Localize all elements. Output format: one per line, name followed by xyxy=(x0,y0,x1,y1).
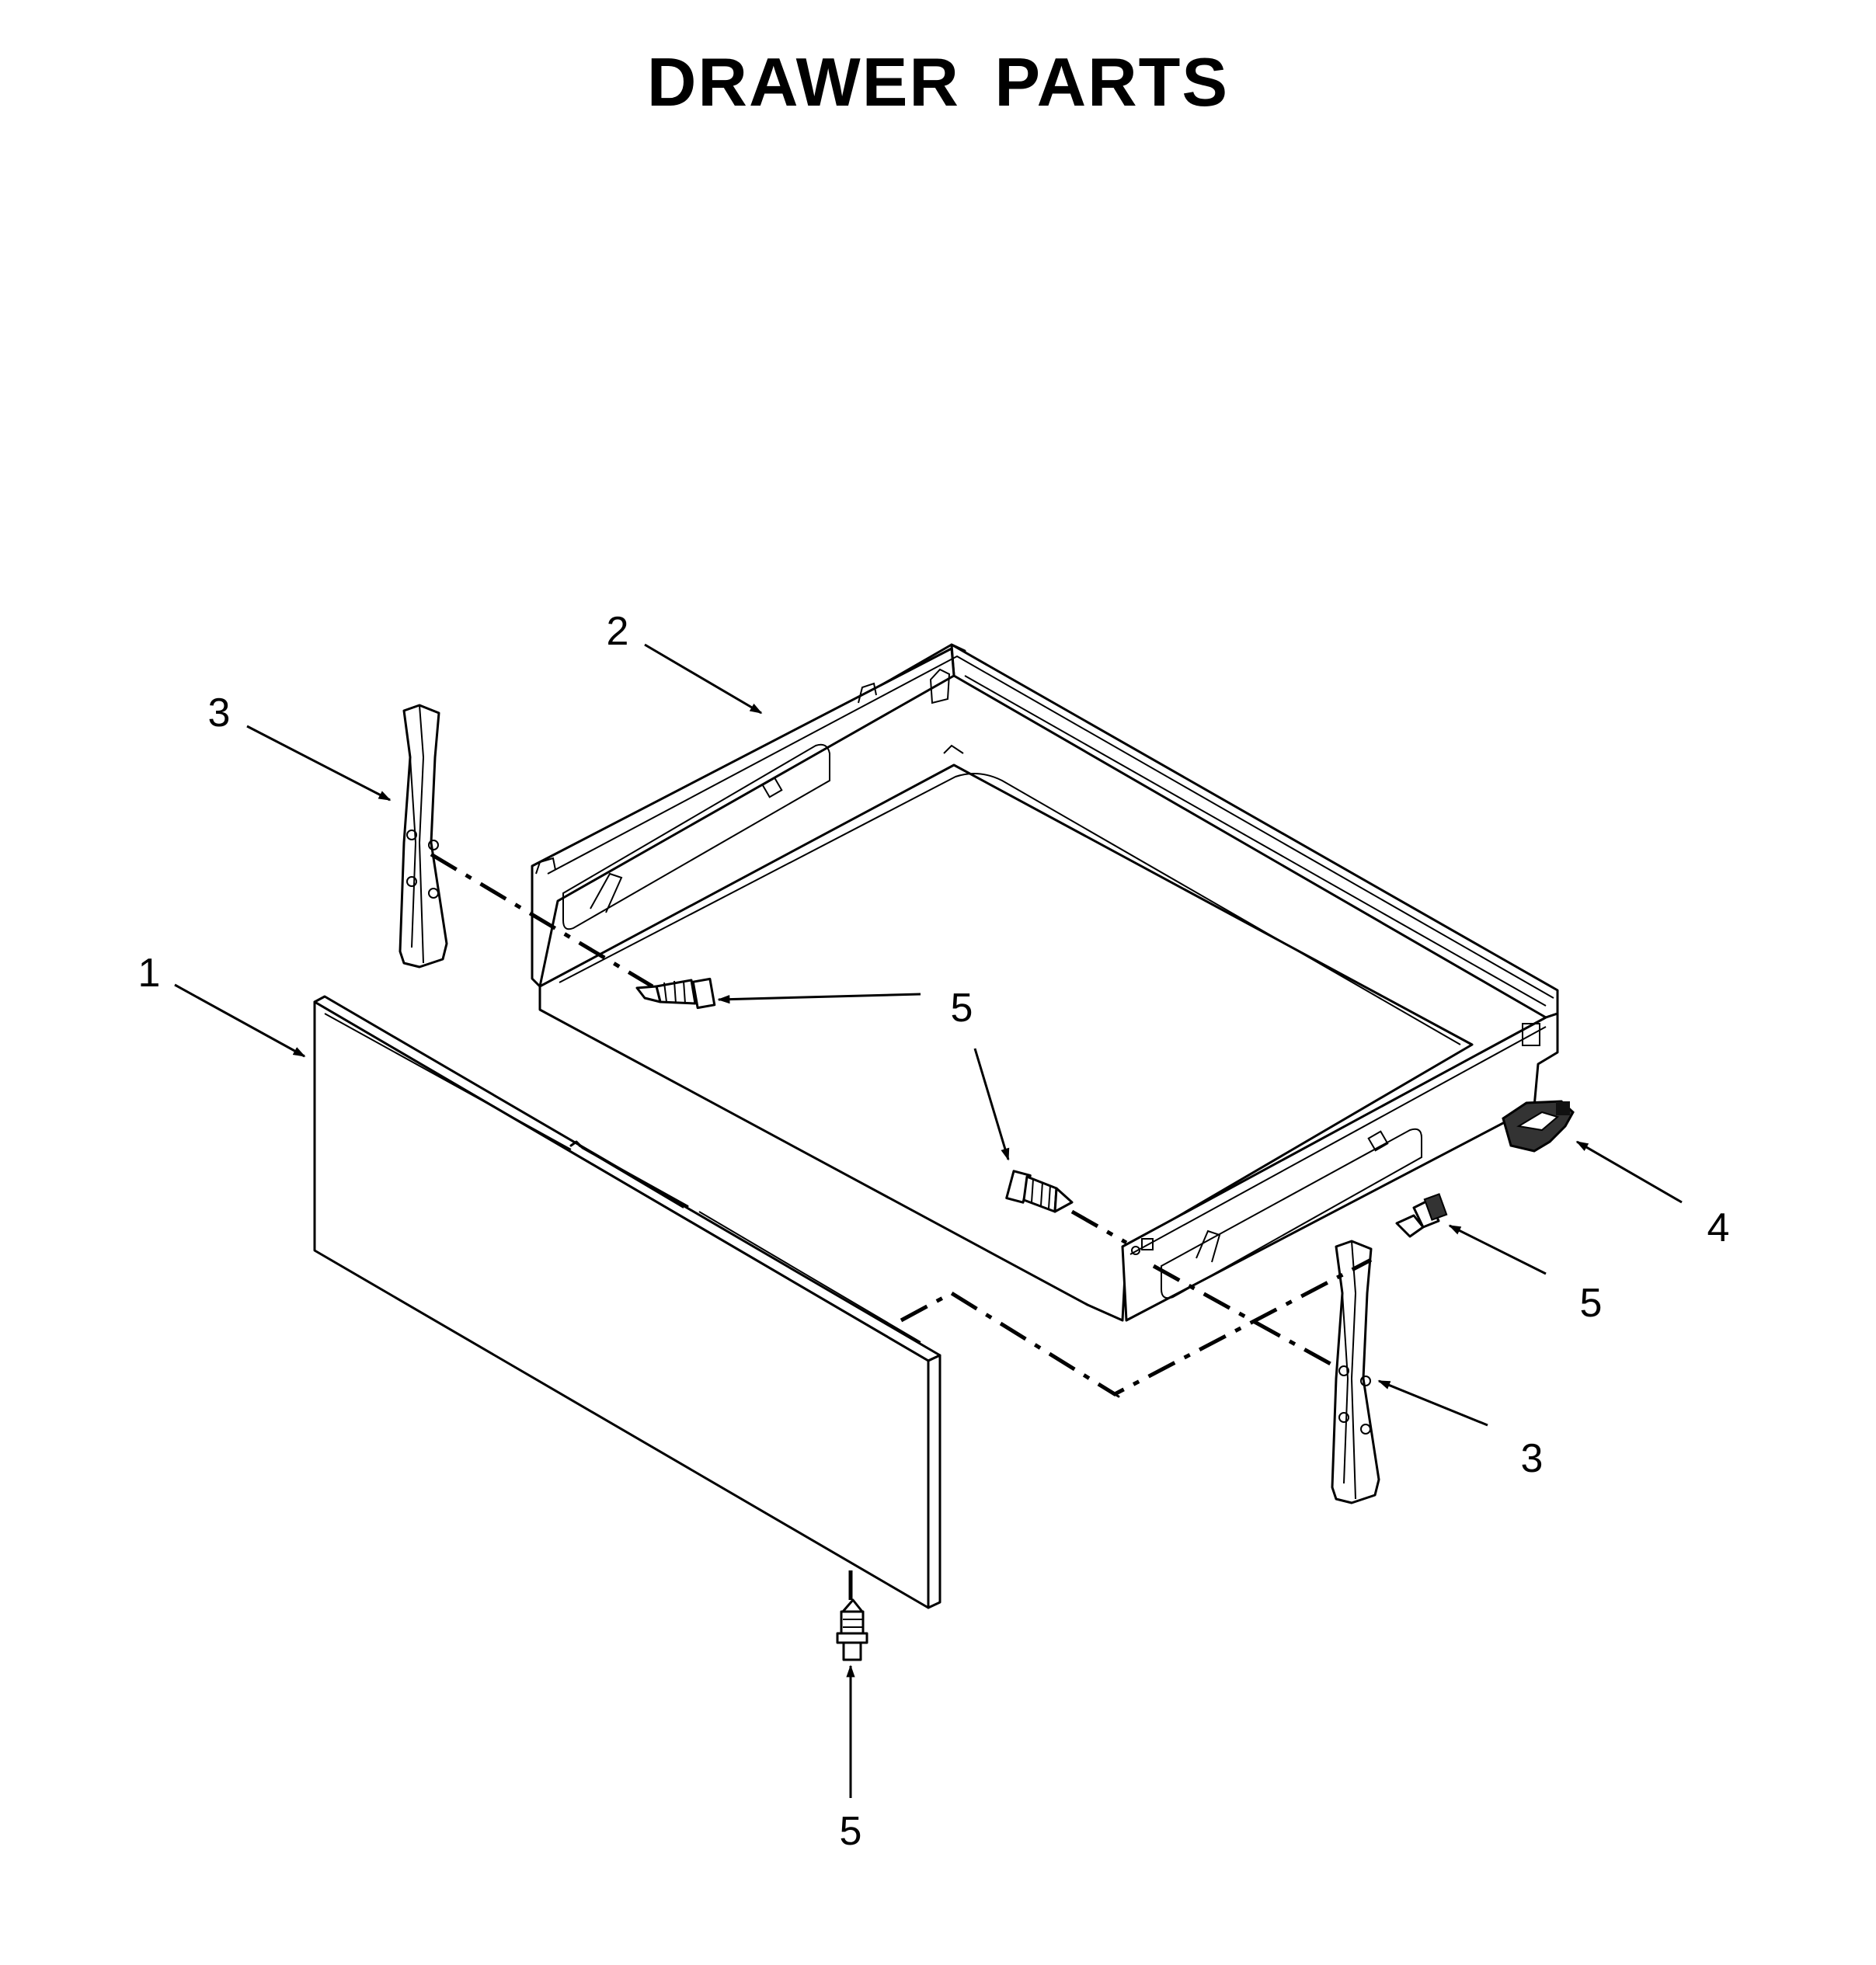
leader-3-left xyxy=(246,725,392,802)
drawer-glide-clip xyxy=(1502,1100,1575,1153)
callout-1: 1 xyxy=(138,951,161,996)
assembly-line-left xyxy=(430,852,654,989)
screw-upper-left xyxy=(635,977,716,1010)
callout-3-left: 3 xyxy=(208,690,231,736)
leader-5-right xyxy=(1448,1224,1547,1275)
callout-4: 4 xyxy=(1707,1205,1730,1250)
callout-5-upper: 5 xyxy=(951,986,973,1031)
drawer-body xyxy=(531,643,1559,1322)
screw-center xyxy=(1005,1170,1074,1213)
leader-2 xyxy=(644,643,763,715)
drawer-front-panel xyxy=(313,995,941,1609)
leader-1 xyxy=(174,983,306,1058)
assembly-line-right xyxy=(1070,1209,1338,1369)
callout-3-right: 3 xyxy=(1521,1436,1544,1481)
leader-3-right xyxy=(1377,1379,1488,1427)
diagram-title: DRAWER PARTS xyxy=(646,43,1230,120)
screw-bottom xyxy=(836,1598,868,1661)
slide-bracket-right xyxy=(1331,1240,1380,1504)
leader-5-center xyxy=(973,1048,1010,1161)
callout-2: 2 xyxy=(607,609,629,654)
assembly-line-front xyxy=(900,1257,1373,1396)
screw-right xyxy=(1395,1193,1448,1238)
leader-4 xyxy=(1575,1140,1683,1204)
leader-5-upper xyxy=(717,993,921,1004)
callout-5-right: 5 xyxy=(1580,1281,1603,1326)
slide-bracket-left xyxy=(399,704,448,969)
callout-5-bottom: 5 xyxy=(840,1809,862,1854)
